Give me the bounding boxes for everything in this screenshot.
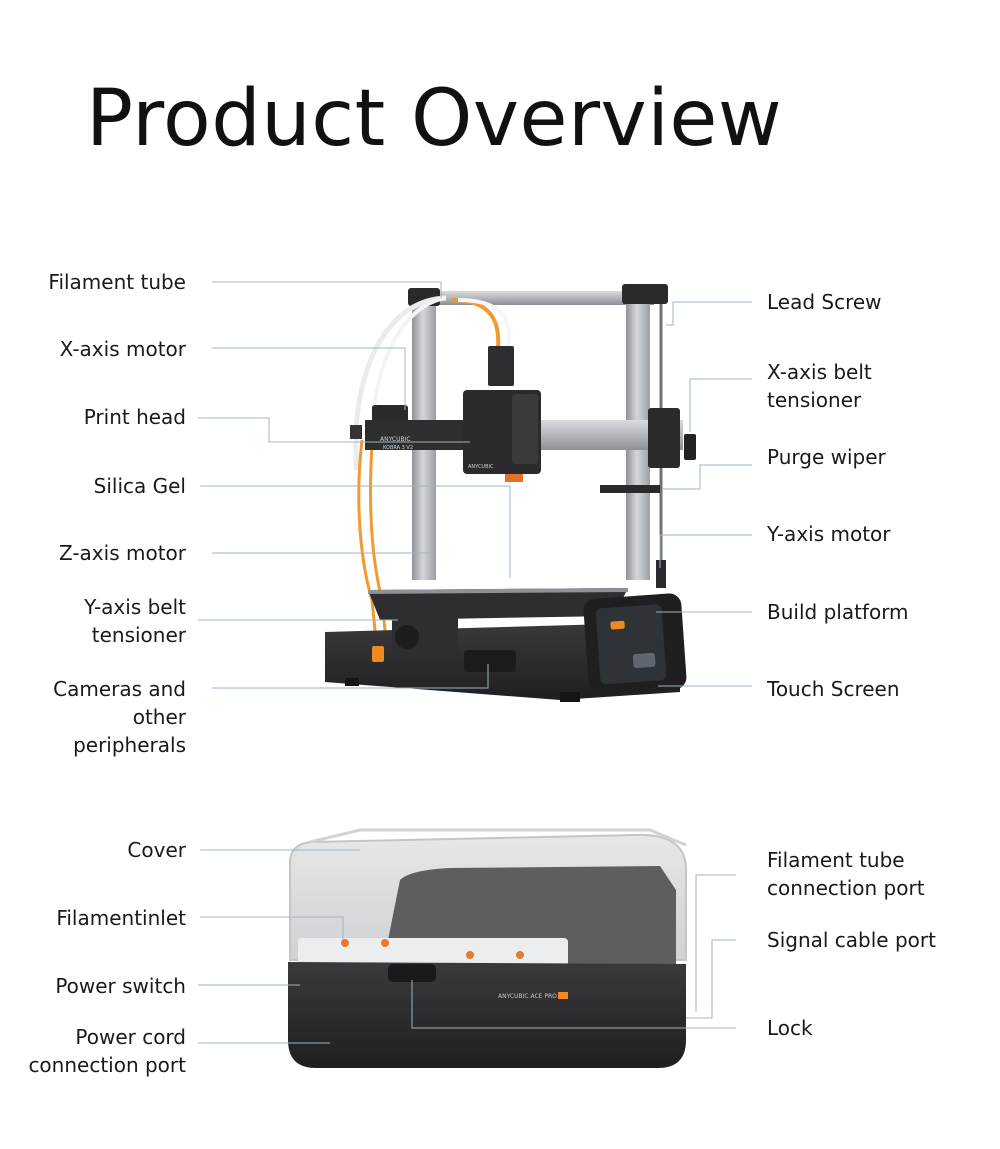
leader-filament-tube <box>212 281 442 298</box>
gantry-brand: ANYCUBIC <box>380 436 411 443</box>
lock <box>388 964 436 982</box>
leader-lock <box>411 980 736 1029</box>
print-head-top <box>488 346 514 386</box>
label-signal-cable-port: Signal cable port <box>767 928 936 952</box>
label-silica-gel: Silica Gel <box>93 474 186 498</box>
ace-brand: ANYCUBIC ACE PRO <box>498 993 557 1000</box>
label-x-axis-motor: X-axis motor <box>59 337 186 361</box>
leader-filament-inlet <box>200 916 344 940</box>
label-power-switch: Power switch <box>55 974 186 998</box>
leader-lead-screw <box>666 301 752 326</box>
build-platform <box>368 588 628 620</box>
leader-x-axis-motor <box>212 347 406 410</box>
label-build-platform: Build platform <box>767 600 909 624</box>
head-brand: ANYCUBIC <box>468 464 494 470</box>
label-filament-inlet: Filamentinlet <box>56 906 186 930</box>
leader-purge-wiper <box>662 464 752 490</box>
label-y-axis-motor: Y-axis motor <box>767 522 891 546</box>
x-belt-tensioner <box>648 408 680 468</box>
label-print-head: Print head <box>83 405 186 429</box>
label-cover: Cover <box>127 838 186 862</box>
label-lead-screw: Lead Screw <box>767 290 882 314</box>
label-touch-screen: Touch Screen <box>767 677 900 701</box>
purge-wiper <box>600 485 660 493</box>
filament-inlet-tray <box>298 938 568 966</box>
leader-x-belt-tensioner <box>689 378 752 432</box>
label-purge-wiper: Purge wiper <box>767 445 886 469</box>
leader-filament-tube-port <box>695 874 736 1012</box>
label-lock: Lock <box>767 1016 813 1040</box>
page-title: Product Overview <box>86 74 783 164</box>
printer-illustration: ANYCUBIC KOBRA 3 V2 ANYCUBIC <box>325 284 696 702</box>
ace-illustration: ANYCUBIC ACE PRO <box>288 828 687 1068</box>
leader-signal-cable-port <box>686 939 736 1019</box>
gantry-model: KOBRA 3 V2 <box>383 445 413 451</box>
leader-silica-gel <box>200 485 511 578</box>
y-axis-motor <box>656 560 666 588</box>
filament-tube <box>353 295 447 470</box>
label-z-axis-motor: Z-axis motor <box>58 541 186 565</box>
ace-body <box>288 962 686 1068</box>
leader-lines <box>198 281 752 1044</box>
leader-print-head <box>198 417 470 443</box>
label-filament-tube: Filament tube <box>48 270 186 294</box>
camera-module <box>464 650 516 672</box>
leader-y-axis-motor <box>659 534 752 568</box>
top-frame-bar <box>418 291 654 305</box>
leader-cameras <box>212 664 489 689</box>
